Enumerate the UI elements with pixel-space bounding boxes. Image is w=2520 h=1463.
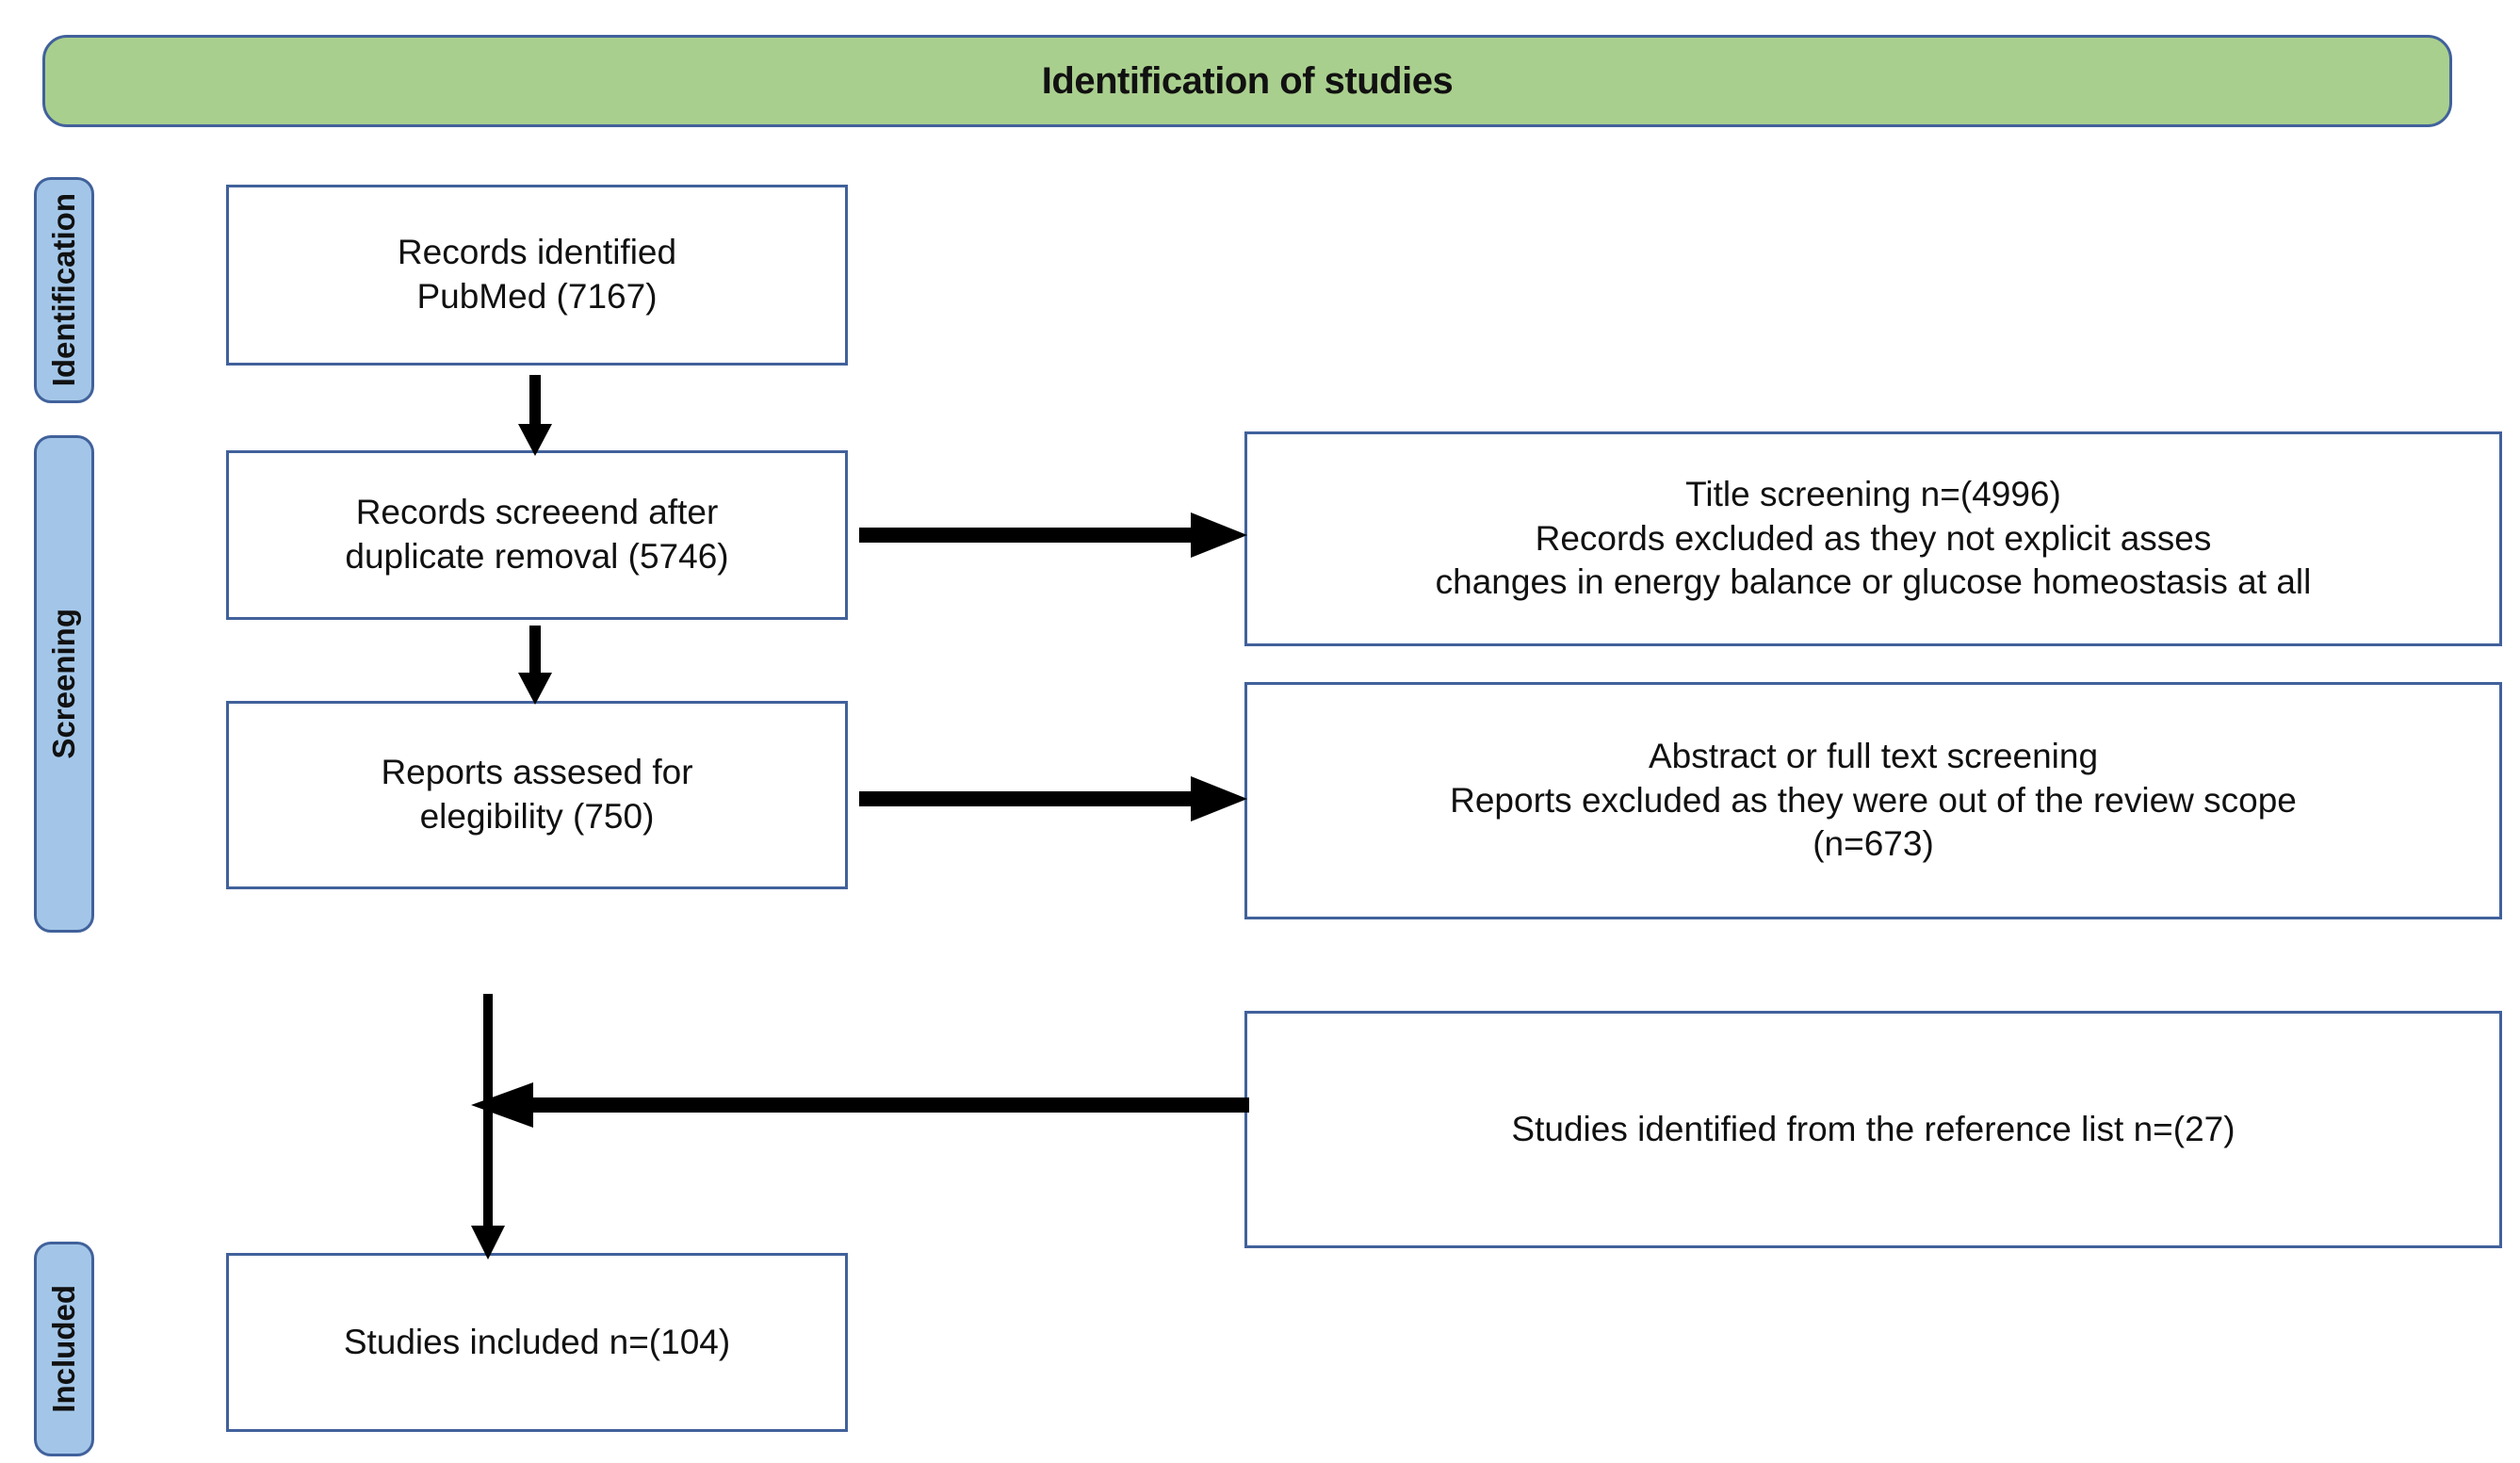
stage-bar-identification: Identification bbox=[34, 177, 94, 403]
box-records-screened: Records screeend after duplicate removal… bbox=[226, 450, 848, 620]
box-fulltext-screening-excluded: Abstract or full text screening Reports … bbox=[1244, 682, 2502, 919]
arrow-down-icon bbox=[463, 994, 516, 1260]
box-studies-included: Studies included n=(104) bbox=[226, 1253, 848, 1432]
box-reference-list-studies: Studies identified from the reference li… bbox=[1244, 1011, 2502, 1248]
box-records-screened-text: Records screeend after duplicate removal… bbox=[345, 493, 729, 576]
box-title-screening-excluded-text: Title screening n=(4996) Records exclude… bbox=[1435, 474, 2312, 602]
box-reference-list-studies-text: Studies identified from the reference li… bbox=[1511, 1109, 2235, 1148]
arrow-left-icon bbox=[471, 1079, 1249, 1131]
arrow-right-icon bbox=[859, 772, 1247, 825]
phase-banner-label: Identification of studies bbox=[1041, 59, 1454, 102]
box-reports-assessed: Reports assesed for elegibility (750) bbox=[226, 701, 848, 889]
box-records-identified: Records identified PubMed (7167) bbox=[226, 185, 848, 366]
box-studies-included-text: Studies included n=(104) bbox=[343, 1322, 731, 1361]
box-title-screening-excluded: Title screening n=(4996) Records exclude… bbox=[1244, 431, 2502, 646]
arrow-down-icon bbox=[509, 626, 561, 705]
arrow-down-icon bbox=[509, 375, 561, 456]
stage-label-included: Included bbox=[46, 1285, 81, 1413]
stage-bar-included: Included bbox=[34, 1242, 94, 1456]
box-reports-assessed-text: Reports assesed for elegibility (750) bbox=[381, 753, 693, 836]
arrow-right-icon bbox=[859, 509, 1247, 561]
stage-label-screening: Screening bbox=[46, 609, 81, 759]
box-fulltext-screening-excluded-text: Abstract or full text screening Reports … bbox=[1450, 736, 2297, 864]
stage-label-identification: Identification bbox=[46, 193, 81, 387]
phase-banner-identification: Identification of studies bbox=[42, 35, 2452, 127]
stage-bar-screening: Screening bbox=[34, 435, 94, 933]
box-records-identified-text: Records identified PubMed (7167) bbox=[397, 233, 677, 316]
